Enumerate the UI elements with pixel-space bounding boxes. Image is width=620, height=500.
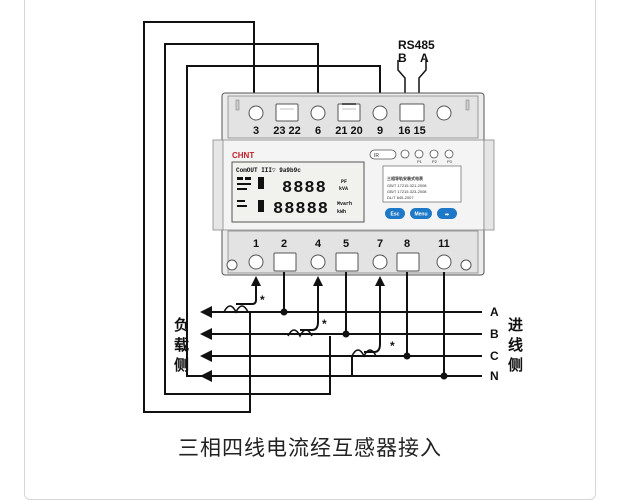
led-label-p1: P1 [417, 159, 423, 164]
next-button[interactable] [437, 208, 457, 219]
svg-text:侧: 侧 [508, 356, 523, 374]
top-terminal-9: 9 [377, 125, 383, 137]
bottom-terminal-7: 7 [377, 238, 383, 250]
screw-6 [310, 105, 326, 121]
junction-dots [280, 308, 448, 380]
lcd-row-2: 88888 [273, 200, 329, 219]
led-1 [414, 149, 424, 159]
ir-label: IR [374, 153, 379, 159]
loop-terminal-3 [143, 21, 255, 413]
load-side-label: 负 载 侧 [174, 316, 189, 374]
meter-front: CHNT ComOUT III▽ 9a9b9c 8888 88888 PF kV… [231, 149, 462, 223]
diagram-caption: 三相四线电流经互感器接入 [178, 436, 442, 460]
led-0 [400, 149, 410, 159]
menu-button[interactable] [410, 208, 432, 219]
current-arrows [251, 276, 385, 286]
polarity-marks: * * * [260, 293, 395, 353]
phase-lines [204, 311, 482, 377]
star-a: * [260, 293, 265, 307]
rs485-a: A [420, 51, 429, 65]
port-23-22 [275, 103, 299, 122]
label-c: C [490, 349, 499, 363]
lcd-unit-kva: kVA [339, 186, 348, 192]
bottom-terminal-2: 2 [281, 238, 287, 250]
top-terminal-3: 3 [253, 125, 259, 137]
port-16-15 [399, 103, 425, 122]
star-c: * [390, 339, 395, 353]
lcd-screen [231, 161, 365, 223]
svg-text:负: 负 [174, 316, 189, 334]
top-terminal-labels: 3 23 22 6 21 20 9 16 15 [253, 125, 426, 137]
top-terminal-16-15: 16 15 [398, 125, 426, 137]
voltage-loops [143, 21, 381, 413]
svg-text:侧: 侧 [174, 356, 189, 374]
screw-top-right [436, 105, 452, 121]
loop-terminal-9 [186, 65, 381, 377]
bottom-terminal-5: 5 [343, 238, 349, 250]
bottom-screws [226, 252, 472, 272]
top-terminal-23-22: 23 22 [273, 125, 301, 137]
label-n: N [490, 369, 499, 383]
lcd-row-1: 8888 [282, 179, 327, 198]
brand-logo: CHNT [232, 151, 254, 160]
star-b: * [322, 317, 327, 331]
menu-button-label: Menu [414, 212, 427, 218]
screw-3 [248, 105, 264, 121]
rs485-wires [397, 60, 427, 104]
info-std-1: GB/T 17215.321-2008 [387, 183, 427, 188]
ir-port [369, 149, 397, 160]
lcd-header: ComOUT III▽ 9a9b9c [236, 167, 301, 174]
top-screws [248, 103, 452, 122]
bottom-terminal-8: 8 [404, 238, 410, 250]
top-terminal-21-20: 21 20 [335, 125, 363, 137]
line-labels: A B C N [490, 305, 499, 383]
rs485-b: B [398, 51, 407, 65]
current-wiring [236, 272, 445, 376]
svg-text:载: 载 [174, 336, 189, 354]
info-std-2: GB/T 17215.323-2008 [387, 189, 427, 194]
inlet-side-label: 进 线 侧 [508, 316, 523, 374]
info-title: 三相导轨安装式电表 [387, 175, 423, 181]
esc-button-label: Esc [391, 212, 400, 218]
next-arrow-icon: ➡ [445, 212, 450, 218]
bottom-terminal-11: 11 [438, 238, 450, 250]
line-arrowheads [200, 306, 212, 382]
bottom-terminal-1: 1 [253, 238, 259, 250]
esc-button[interactable] [385, 208, 405, 219]
led-label-p2: P2 [432, 159, 438, 164]
svg-text:线: 线 [508, 336, 523, 354]
info-std-3: DL/T 645-2007 [387, 195, 414, 200]
lcd-unit-kwh: kWh [337, 209, 346, 215]
top-terminal-6: 6 [315, 125, 321, 137]
led-label-p3: P3 [447, 159, 453, 164]
bottom-terminal-labels: 1 2 4 5 7 8 11 [253, 238, 450, 250]
lcd-unit-pf: PF [341, 179, 347, 185]
screw-9 [372, 105, 388, 121]
label-b: B [490, 327, 499, 341]
label-a: A [490, 305, 499, 319]
led-2 [429, 149, 439, 159]
info-label [382, 165, 462, 203]
svg-text:进: 进 [508, 316, 523, 334]
lcd-unit-mvarh: Mvarh [337, 201, 352, 207]
port-21-20 [337, 103, 361, 122]
led-3 [444, 149, 454, 159]
bottom-terminal-4: 4 [315, 238, 322, 250]
rs485-title: RS485 [398, 38, 435, 52]
ct-phase-b [287, 329, 313, 338]
loop-terminal-6 [164, 43, 331, 395]
